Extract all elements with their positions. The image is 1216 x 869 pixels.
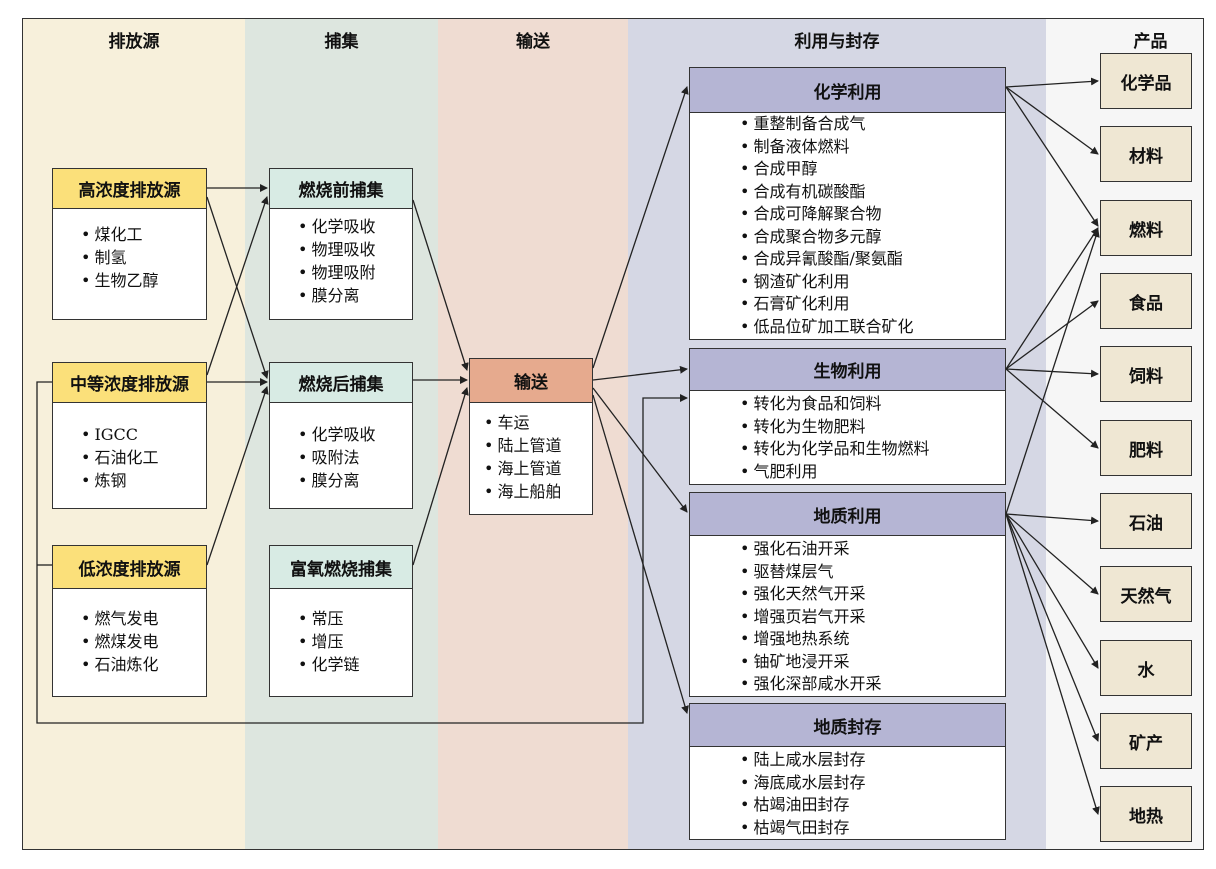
list-item: 强化天然气开采 xyxy=(740,583,1005,606)
transport-box: 输送 车运 陆上管道 海上管道 海上船舶 xyxy=(469,358,593,515)
list-item: 转化为生物肥料 xyxy=(740,416,1005,439)
product-box: 石油 xyxy=(1100,493,1192,549)
source-items: 燃气发电 燃煤发电 石油炼化 xyxy=(53,589,206,676)
util-box-geological: 地质利用 强化石油开采 驱替煤层气 强化天然气开采 增强页岩气开采 增强地热系统… xyxy=(689,492,1006,697)
list-item: 枯竭气田封存 xyxy=(740,817,1005,840)
list-item: 石油炼化 xyxy=(81,653,206,676)
list-item: 燃气发电 xyxy=(81,607,206,630)
product-box: 天然气 xyxy=(1100,566,1192,622)
list-item: 物理吸收 xyxy=(298,238,412,261)
column-title-transport: 输送 xyxy=(516,32,550,52)
source-items: 煤化工 制氢 生物乙醇 xyxy=(53,209,206,292)
list-item: 合成异氰酸酯/聚氨酯 xyxy=(740,248,1005,271)
util-items: 强化石油开采 驱替煤层气 强化天然气开采 增强页岩气开采 增强地热系统 铀矿地浸… xyxy=(690,536,1005,696)
source-title: 高浓度排放源 xyxy=(53,169,206,209)
list-item: 海上管道 xyxy=(484,457,592,480)
list-item: 石油化工 xyxy=(81,446,206,469)
util-title: 地质利用 xyxy=(690,493,1005,536)
source-items: IGCC 石油化工 炼钢 xyxy=(53,403,206,492)
util-items: 转化为食品和饲料 转化为生物肥料 转化为化学品和生物燃料 气肥利用 xyxy=(690,391,1005,483)
list-item: 增压 xyxy=(298,630,412,653)
list-item: 转化为化学品和生物燃料 xyxy=(740,438,1005,461)
capture-title: 富氧燃烧捕集 xyxy=(270,546,412,589)
list-item: 强化石油开采 xyxy=(740,538,1005,561)
list-item: 重整制备合成气 xyxy=(740,113,1005,136)
list-item: 膜分离 xyxy=(298,469,412,492)
util-title: 地质封存 xyxy=(690,704,1005,747)
util-title: 生物利用 xyxy=(690,349,1005,391)
list-item: 陆上管道 xyxy=(484,434,592,457)
util-title: 化学利用 xyxy=(690,68,1005,113)
capture-box-postcombustion: 燃烧后捕集 化学吸收 吸附法 膜分离 xyxy=(269,362,413,509)
list-item: 合成有机碳酸酯 xyxy=(740,181,1005,204)
list-item: 强化深部咸水开采 xyxy=(740,673,1005,696)
capture-title: 燃烧前捕集 xyxy=(270,169,412,209)
list-item: 钢渣矿化利用 xyxy=(740,271,1005,294)
util-box-biological: 生物利用 转化为食品和饲料 转化为生物肥料 转化为化学品和生物燃料 气肥利用 xyxy=(689,348,1006,485)
list-item: 化学吸收 xyxy=(298,215,412,238)
product-box: 地热 xyxy=(1100,786,1192,842)
list-item: 常压 xyxy=(298,607,412,630)
product-box: 肥料 xyxy=(1100,420,1192,476)
capture-box-precombustion: 燃烧前捕集 化学吸收 物理吸收 物理吸附 膜分离 xyxy=(269,168,413,320)
list-item: 枯竭油田封存 xyxy=(740,794,1005,817)
list-item: 化学吸收 xyxy=(298,423,412,446)
list-item: 吸附法 xyxy=(298,446,412,469)
list-item: 低品位矿加工联合矿化 xyxy=(740,316,1005,339)
product-box: 燃料 xyxy=(1100,200,1192,256)
source-box-medium: 中等浓度排放源 IGCC 石油化工 炼钢 xyxy=(52,362,207,509)
list-item: 石膏矿化利用 xyxy=(740,293,1005,316)
list-item: 气肥利用 xyxy=(740,461,1005,484)
util-box-chemical: 化学利用 重整制备合成气 制备液体燃料 合成甲醇 合成有机碳酸酯 合成可降解聚合… xyxy=(689,67,1006,340)
list-item: 增强页岩气开采 xyxy=(740,606,1005,629)
list-item: 合成可降解聚合物 xyxy=(740,203,1005,226)
product-box: 化学品 xyxy=(1100,53,1192,109)
source-box-high: 高浓度排放源 煤化工 制氢 生物乙醇 xyxy=(52,168,207,320)
list-item: 海底咸水层封存 xyxy=(740,772,1005,795)
list-item: 化学链 xyxy=(298,653,412,676)
capture-items: 常压 增压 化学链 xyxy=(270,589,412,676)
capture-items: 化学吸收 吸附法 膜分离 xyxy=(270,403,412,492)
list-item: 合成甲醇 xyxy=(740,158,1005,181)
transport-items: 车运 陆上管道 海上管道 海上船舶 xyxy=(470,403,592,503)
list-item: IGCC xyxy=(81,423,206,446)
list-item: 物理吸附 xyxy=(298,261,412,284)
list-item: 燃煤发电 xyxy=(81,630,206,653)
column-title-emission: 排放源 xyxy=(108,32,160,52)
list-item: 膜分离 xyxy=(298,284,412,307)
product-box: 材料 xyxy=(1100,126,1192,182)
list-item: 车运 xyxy=(484,411,592,434)
transport-title: 输送 xyxy=(470,359,592,403)
list-item: 海上船舶 xyxy=(484,480,592,503)
capture-box-oxyfuel: 富氧燃烧捕集 常压 增压 化学链 xyxy=(269,545,413,697)
list-item: 制氢 xyxy=(81,246,206,269)
list-item: 铀矿地浸开采 xyxy=(740,651,1005,674)
util-box-storage: 地质封存 陆上咸水层封存 海底咸水层封存 枯竭油田封存 枯竭气田封存 xyxy=(689,703,1006,840)
capture-title: 燃烧后捕集 xyxy=(270,363,412,403)
capture-items: 化学吸收 物理吸收 物理吸附 膜分离 xyxy=(270,209,412,307)
product-box: 水 xyxy=(1100,640,1192,696)
product-box: 矿产 xyxy=(1100,713,1192,769)
list-item: 合成聚合物多元醇 xyxy=(740,226,1005,249)
product-box: 食品 xyxy=(1100,273,1192,329)
product-box: 饲料 xyxy=(1100,346,1192,402)
source-box-low: 低浓度排放源 燃气发电 燃煤发电 石油炼化 xyxy=(52,545,207,697)
list-item: 炼钢 xyxy=(81,469,206,492)
list-item: 煤化工 xyxy=(81,223,206,246)
list-item: 陆上咸水层封存 xyxy=(740,749,1005,772)
column-title-utilization: 利用与封存 xyxy=(794,32,880,52)
source-title: 低浓度排放源 xyxy=(53,546,206,589)
util-items: 陆上咸水层封存 海底咸水层封存 枯竭油田封存 枯竭气田封存 xyxy=(690,747,1005,839)
list-item: 增强地热系统 xyxy=(740,628,1005,651)
util-items: 重整制备合成气 制备液体燃料 合成甲醇 合成有机碳酸酯 合成可降解聚合物 合成聚… xyxy=(690,113,1005,338)
list-item: 制备液体燃料 xyxy=(740,136,1005,159)
list-item: 驱替煤层气 xyxy=(740,561,1005,584)
source-title: 中等浓度排放源 xyxy=(53,363,206,403)
column-title-products: 产品 xyxy=(1133,32,1168,52)
column-title-capture: 捕集 xyxy=(324,32,359,52)
list-item: 生物乙醇 xyxy=(81,269,206,292)
list-item: 转化为食品和饲料 xyxy=(740,393,1005,416)
